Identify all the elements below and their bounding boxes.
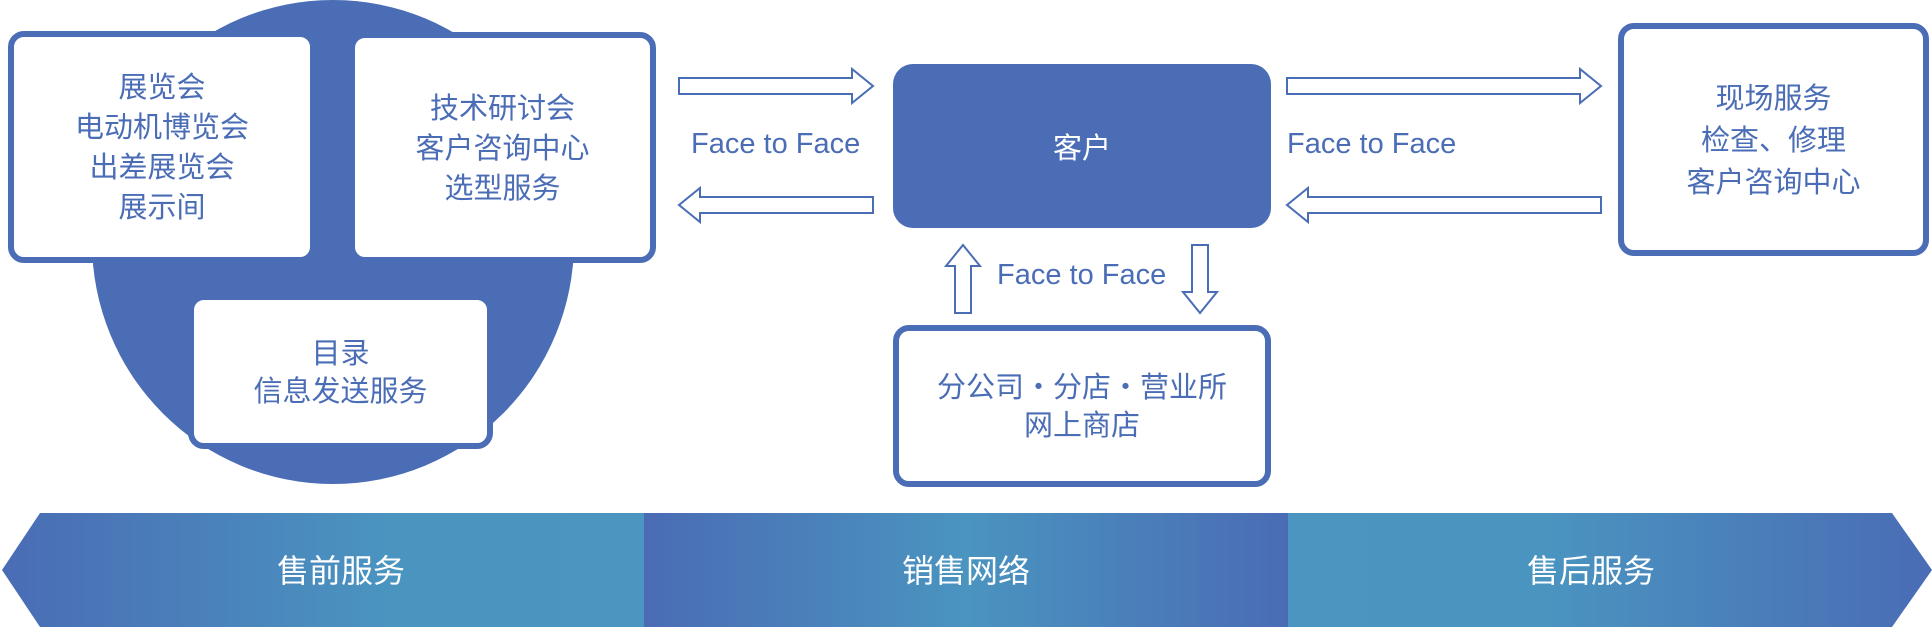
face-to-face-right-label: Face to Face [1287,128,1457,160]
technical-line-2: 客户咨询中心 [415,130,590,165]
exhibitions-line-3: 出差展览会 [89,150,235,184]
technical-line-3: 选型服务 [444,170,561,205]
face-to-face-bottom-label: Face to Face [997,259,1167,291]
pre-sales-segment [2,513,644,627]
after-sales-line-3: 客户咨询中心 [1686,164,1861,199]
exhibitions-line-1: 展览会 [118,70,206,104]
after-sales-line-2: 检查、修理 [1700,122,1846,157]
arrow-down-to-sales-network-icon [1180,244,1220,315]
exhibitions-line-2: 电动机博览会 [74,110,249,144]
exhibitions-box: 展览会 电动机博览会 出差展览会 展示间 [8,31,316,263]
band-label-sales-network: 销售网络 [901,552,1031,590]
sales-network-segment [644,513,1288,627]
customer-label: 客户 [1052,131,1111,165]
arrow-right-to-after-sales-icon [1286,66,1603,106]
customer-box: 客户 [893,64,1271,228]
after-sales-segment [1288,513,1932,627]
technical-line-1: 技术研讨会 [429,90,575,125]
arrow-left-from-customer-icon [677,185,874,225]
after-sales-line-1: 现场服务 [1715,80,1832,115]
sales-network-box: 分公司・分店・营业所 网上商店 [893,325,1271,487]
catalog-box: 目录 信息发送服务 [188,294,493,449]
arrow-right-to-customer-icon [678,66,875,106]
arrow-left-from-after-sales-icon [1285,185,1602,225]
service-stage-band [2,513,1932,627]
band-label-pre-sales: 售前服务 [276,552,406,590]
face-to-face-left-label: Face to Face [691,128,861,160]
catalog-line-1: 目录 [311,335,370,370]
technical-services-box: 技术研讨会 客户咨询中心 选型服务 [349,32,656,263]
sales-network-line-2: 网上商店 [1023,408,1140,442]
after-sales-box: 现场服务 检查、修理 客户咨询中心 [1618,23,1929,256]
band-label-after-sales: 售后服务 [1526,552,1656,590]
exhibitions-line-4: 展示间 [118,190,206,224]
arrow-up-to-customer-icon [943,243,983,314]
catalog-line-2: 信息发送服务 [253,373,428,408]
sales-network-line-1: 分公司・分店・营业所 [936,370,1227,404]
